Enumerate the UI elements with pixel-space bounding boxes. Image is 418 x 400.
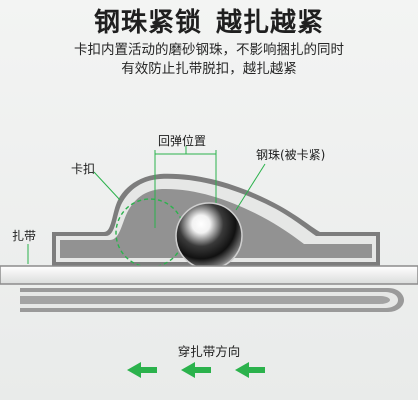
left-arrow-icon	[181, 362, 211, 378]
subtitle-line-1: 卡扣内置活动的磨砂钢珠，不影响捆扎的同时	[74, 42, 344, 58]
title-part-1: 钢珠紧锁	[93, 8, 202, 38]
title-part-2: 越扎越紧	[216, 8, 325, 38]
direction-arrows	[127, 362, 265, 378]
label-insert-direction: 穿扎带方向	[177, 344, 241, 359]
left-arrow-icon	[127, 362, 157, 378]
label-strap: 扎带	[12, 229, 37, 243]
zip-strap-upper	[0, 265, 418, 285]
steel-ball	[176, 203, 242, 269]
page-title: 钢珠紧锁越扎越紧	[0, 2, 418, 39]
label-return-position: 回弹位置	[158, 134, 207, 148]
label-buckle: 卡扣	[71, 162, 96, 176]
label-steel-ball: 钢珠(被卡紧)	[256, 148, 326, 162]
left-arrow-icon	[235, 362, 265, 378]
subtitle-line-2: 有效防止扎带脱扣，越扎越紧	[121, 61, 297, 77]
zip-strap-lower-core	[20, 296, 390, 304]
buckle-leader	[93, 171, 121, 201]
ball-leader	[235, 163, 266, 211]
